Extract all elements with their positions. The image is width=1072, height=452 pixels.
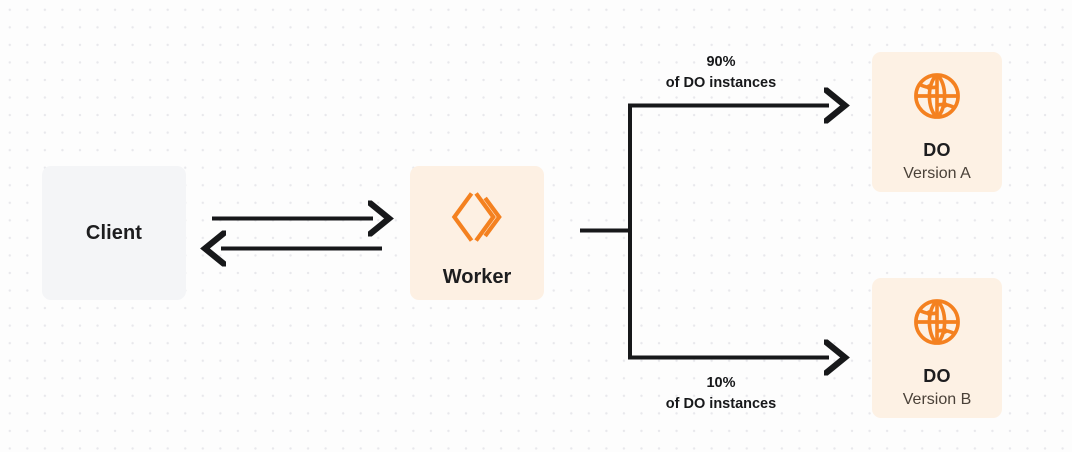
cloudflare-workers-chevron-icon [448, 188, 506, 246]
edge-label-do-a-description: of DO instances [665, 75, 777, 92]
edge-label-do-b-percent: 10% [706, 375, 736, 391]
node-worker-label: Worker [442, 266, 512, 288]
edge-label-do-b-description: of DO instances [665, 396, 777, 413]
edge-worker-split [580, 105, 632, 357]
node-client[interactable]: Client [42, 166, 186, 300]
node-do-a-title: DO [923, 140, 951, 160]
edge-label-do-a-percent: 90% [706, 54, 736, 70]
node-do-b-title: DO [923, 366, 951, 386]
node-do-a-subtitle: Version A [903, 165, 971, 182]
edge-label-do-a: 90% of DO instances [611, 52, 831, 94]
node-do-version-a[interactable]: DO Version A [872, 52, 1002, 192]
node-do-version-b[interactable]: DO Version B [872, 278, 1002, 418]
node-do-b-subtitle: Version B [902, 391, 972, 408]
node-client-label: Client [85, 221, 143, 244]
node-worker[interactable]: Worker [410, 166, 544, 300]
globe-icon [910, 295, 964, 349]
edge-label-do-b: 10% of DO instances [611, 373, 831, 415]
globe-icon [910, 69, 964, 123]
